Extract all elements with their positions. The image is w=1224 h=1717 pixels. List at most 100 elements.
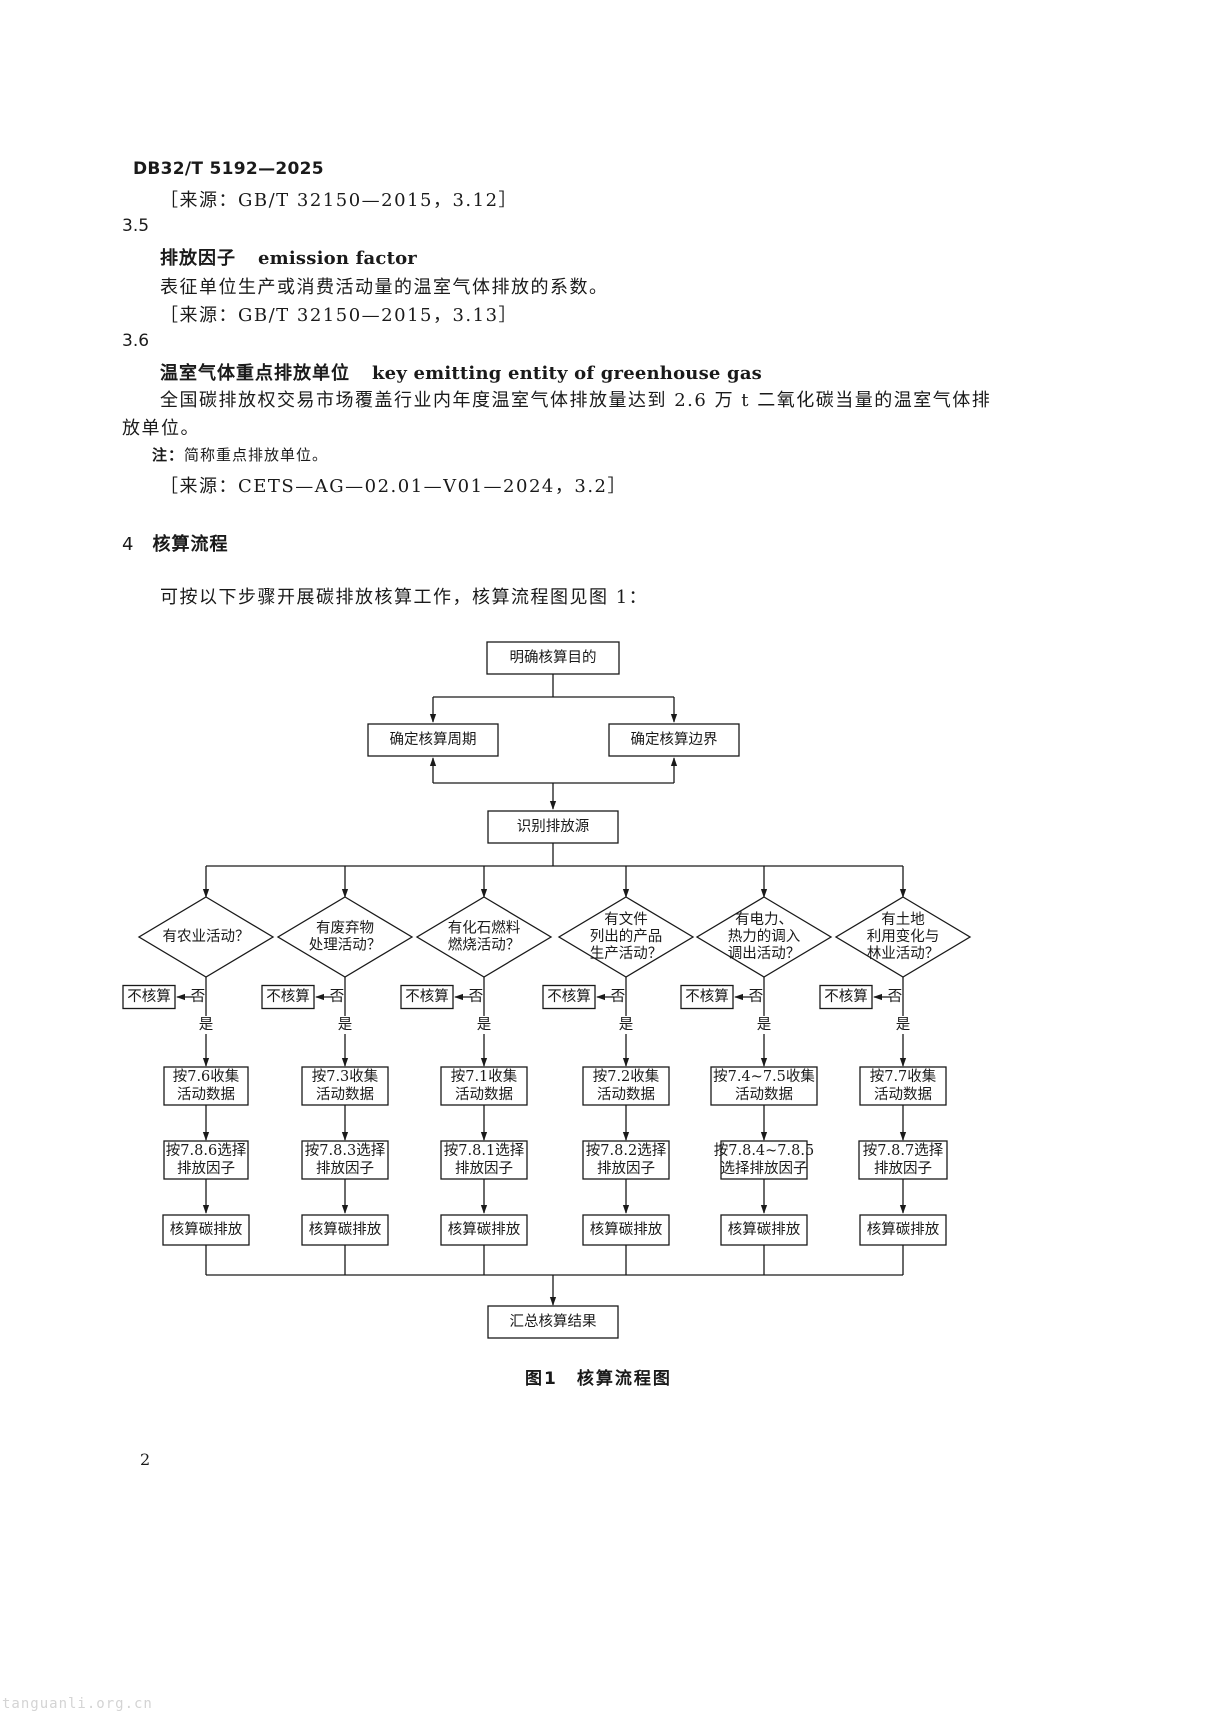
collect-box	[710, 1066, 818, 1106]
factor-box	[720, 1140, 808, 1180]
no-label: 否	[749, 989, 764, 1005]
document-code: DB32/T 5192—2025	[133, 159, 324, 179]
decision-diamond	[695, 896, 833, 978]
figure-caption: 图1 核算流程图	[525, 1369, 672, 1389]
factor-label: 按7.8.6选择	[166, 1142, 247, 1159]
start-box	[486, 641, 620, 675]
collect-box	[582, 1066, 670, 1106]
summary-box	[487, 1305, 619, 1339]
page-number: 2	[140, 1450, 151, 1469]
decision-label: 有土地	[881, 911, 925, 928]
term-en: emission factor	[258, 248, 417, 269]
factor-box	[582, 1140, 670, 1180]
skip-box	[542, 984, 596, 1010]
decision-label: 有化石燃料	[448, 919, 521, 937]
identify-box	[487, 810, 619, 844]
calc-box	[301, 1214, 389, 1246]
factor-label: 排放因子	[455, 1160, 513, 1177]
decision-label: 燃烧活动？	[448, 936, 521, 954]
collect-label: 按7.3收集	[312, 1068, 379, 1085]
skip-label: 不核算	[127, 988, 171, 1005]
factor-label: 排放因子	[597, 1160, 655, 1177]
clause-number-3-5: 3.5	[122, 216, 150, 236]
boundary-box	[608, 723, 740, 757]
factor-label: 按7.8.2选择	[586, 1142, 667, 1159]
decision-label: 热力的调入	[728, 928, 801, 945]
decision-label: 有废弃物	[316, 920, 374, 937]
yes-label: 是	[896, 1017, 911, 1033]
section-title: 核算流程	[152, 534, 229, 555]
factor-label: 选择排放因子	[721, 1160, 808, 1177]
decision-label: 有电力、	[735, 911, 793, 928]
section-4-intro: 可按以下步骤开展碳排放核算工作，核算流程图见图 1：	[160, 587, 649, 608]
period-box	[367, 723, 499, 757]
term-zh: 排放因子	[160, 248, 236, 269]
skip-label: 不核算	[266, 988, 310, 1005]
yes-label: 是	[757, 1017, 772, 1033]
source-3-6: ［来源：CETS—AG—02.01—V01—2024，3.2］	[160, 476, 627, 497]
collect-label: 按7.6收集	[173, 1068, 240, 1085]
skip-label: 不核算	[405, 988, 449, 1005]
collect-label: 按7.4~7.5收集	[713, 1068, 815, 1085]
calc-box	[582, 1214, 670, 1246]
term-zh: 温室气体重点排放单位	[160, 363, 350, 384]
calc-box	[720, 1214, 808, 1246]
calc-label: 核算碳排放	[590, 1221, 663, 1238]
period-label: 确定核算周期	[390, 731, 477, 748]
calc-box	[440, 1214, 528, 1246]
no-label: 否	[330, 989, 345, 1005]
factor-label: 排放因子	[316, 1160, 374, 1177]
no-label: 否	[611, 989, 626, 1005]
watermark: tanguanli.org.cn	[2, 1696, 153, 1712]
decision-diamond	[557, 896, 695, 978]
note-text: 简称重点排放单位。	[184, 446, 329, 464]
start-label: 明确核算目的	[510, 649, 597, 666]
clause-number-3-6: 3.6	[122, 331, 150, 351]
skip-box	[400, 984, 454, 1010]
note-label: 注：	[152, 446, 185, 464]
definition-3-6-line1: 全国碳排放权交易市场覆盖行业内年度温室气体排放量达到 2.6 万 t 二氧化碳当…	[160, 390, 992, 411]
definition-3-5: 表征单位生产或消费活动量的温室气体排放的系数。	[160, 277, 609, 298]
summary-label: 汇总核算结果	[510, 1313, 597, 1330]
skip-label: 不核算	[547, 988, 591, 1005]
boundary-label: 确定核算边界	[631, 731, 718, 748]
calc-label: 核算碳排放	[867, 1221, 940, 1238]
calc-label: 核算碳排放	[448, 1221, 521, 1238]
collect-box	[859, 1066, 947, 1106]
factor-label: 排放因子	[874, 1160, 932, 1177]
calc-label: 核算碳排放	[728, 1221, 801, 1238]
decision-label: 列出的产品	[590, 928, 663, 945]
collect-label: 活动数据	[735, 1086, 793, 1103]
yes-label: 是	[338, 1017, 353, 1033]
decision-label: 利用变化与	[867, 928, 940, 945]
collect-label: 按7.2收集	[593, 1068, 660, 1085]
source-3-4: ［来源：GB/T 32150—2015，3.12］	[160, 190, 519, 211]
collect-label: 按7.7收集	[870, 1068, 937, 1085]
note-3-6: 注：简称重点排放单位。	[152, 444, 328, 465]
yes-label: 是	[619, 1017, 634, 1033]
decision-label: 有文件	[604, 911, 648, 928]
factor-label: 按7.8.7选择	[863, 1142, 944, 1159]
identify-label: 识别排放源	[517, 818, 590, 835]
collect-label: 活动数据	[455, 1086, 513, 1103]
skip-box	[122, 984, 176, 1010]
yes-label: 是	[477, 1017, 492, 1033]
collect-label: 活动数据	[597, 1086, 655, 1103]
collect-label: 活动数据	[316, 1086, 374, 1103]
factor-label: 按7.8.3选择	[305, 1142, 386, 1159]
no-label: 否	[888, 989, 903, 1005]
decision-diamond	[137, 896, 275, 978]
factor-box	[858, 1140, 948, 1180]
decision-label: 调出活动？	[728, 945, 801, 962]
factor-box	[163, 1140, 249, 1180]
factor-box	[301, 1140, 389, 1180]
decision-diamond	[415, 896, 553, 978]
source-3-5: ［来源：GB/T 32150—2015，3.13］	[160, 305, 519, 326]
decision-label: 有农业活动？	[163, 928, 250, 945]
factor-label: 按7.8.1选择	[444, 1142, 525, 1159]
collect-label: 活动数据	[874, 1086, 932, 1103]
no-label: 否	[469, 989, 484, 1005]
definition-3-6-line2: 放单位。	[122, 418, 200, 439]
